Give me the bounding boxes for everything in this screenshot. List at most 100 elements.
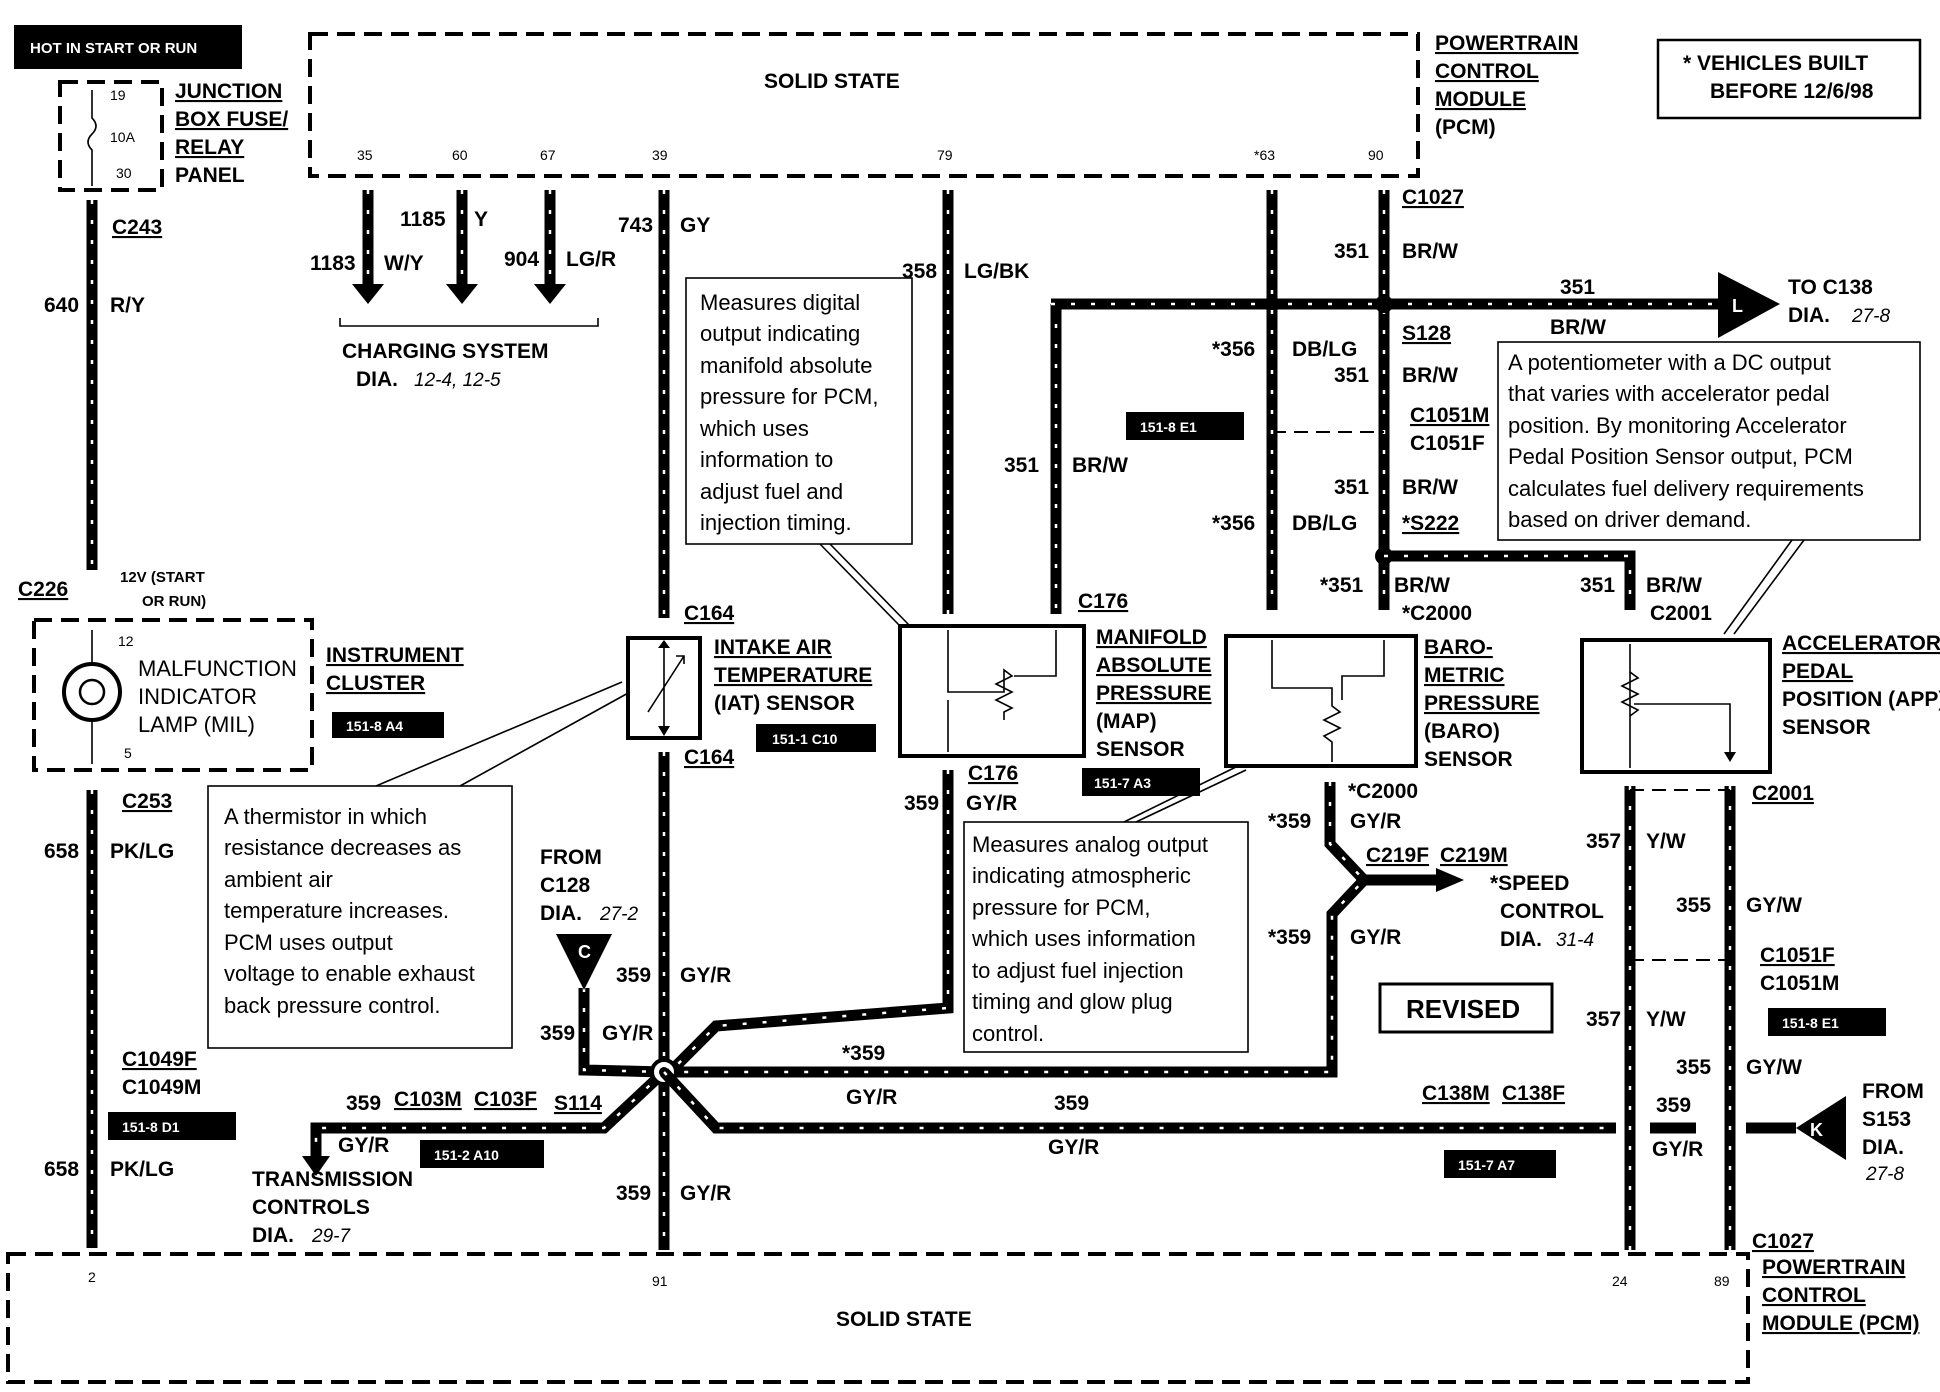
svg-text:output indicating: output indicating xyxy=(700,321,860,346)
map-note: Measures digital output indicating manif… xyxy=(685,277,913,627)
svg-text:151-8 A4: 151-8 A4 xyxy=(346,718,403,734)
svg-text:*356: *356 xyxy=(1212,338,1255,361)
svg-text:that varies with accelerator p: that varies with accelerator pedal xyxy=(1508,381,1830,406)
svg-text:*S222: *S222 xyxy=(1402,512,1459,535)
svg-text:351: 351 xyxy=(1004,454,1039,477)
svg-text:BR/W: BR/W xyxy=(1072,454,1128,477)
svg-text:89: 89 xyxy=(1714,1273,1730,1289)
svg-text:GY/R: GY/R xyxy=(966,792,1017,815)
svg-text:CONTROL: CONTROL xyxy=(1762,1284,1866,1307)
ref-151-8-d1: 151-8 D1 xyxy=(108,1112,236,1140)
ref-151-1-c10: 151-1 C10 xyxy=(756,724,876,752)
svg-text:*356: *356 xyxy=(1212,512,1255,535)
svg-text:C1051F: C1051F xyxy=(1410,432,1485,455)
instrument-cluster: 12 5 MALFUNCTION INDICATOR LAMP (MIL) IN… xyxy=(32,618,464,772)
svg-text:39: 39 xyxy=(652,147,668,163)
svg-text:359: 359 xyxy=(540,1022,575,1045)
ref-151-8-e1-top: 151-8 E1 xyxy=(1126,412,1244,440)
svg-text:27-8: 27-8 xyxy=(1865,1164,1904,1185)
svg-text:REVISED: REVISED xyxy=(1406,994,1520,1024)
svg-text:C2001: C2001 xyxy=(1752,782,1814,805)
svg-text:LG/BK: LG/BK xyxy=(964,260,1029,283)
svg-text:30: 30 xyxy=(116,165,132,181)
svg-text:C1027: C1027 xyxy=(1402,186,1464,209)
svg-text:S128: S128 xyxy=(1402,322,1451,345)
svg-text:LAMP (MIL): LAMP (MIL) xyxy=(138,712,255,737)
svg-text:ambient air: ambient air xyxy=(224,867,333,892)
svg-text:voltage to enable exhaust: voltage to enable exhaust xyxy=(224,961,475,986)
baro-sensor: BARO- METRIC PRESSURE (BARO) SENSOR xyxy=(1224,634,1540,771)
svg-text:which uses information: which uses information xyxy=(971,926,1196,951)
wire-356: *356 DB/LG *356 DB/LG xyxy=(1212,190,1357,610)
svg-text:PK/LG: PK/LG xyxy=(110,1158,174,1181)
svg-text:C103F: C103F xyxy=(474,1088,537,1111)
svg-text:C138M: C138M xyxy=(1422,1082,1490,1105)
svg-text:658: 658 xyxy=(44,1158,79,1181)
pcm-bottom-box: SOLID STATE 2 91 24 89 xyxy=(6,1252,1750,1384)
svg-text:351: 351 xyxy=(1560,276,1595,299)
svg-text:MODULE: MODULE xyxy=(1435,88,1526,111)
svg-text:PEDAL: PEDAL xyxy=(1782,660,1853,683)
svg-text:POWERTRAIN: POWERTRAIN xyxy=(1762,1256,1906,1279)
svg-text:ABSOLUTE: ABSOLUTE xyxy=(1096,654,1212,677)
svg-text:151-8 E1: 151-8 E1 xyxy=(1782,1015,1839,1031)
pcm-top-box: SOLID STATE 35 60 67 39 79 *63 90 xyxy=(308,32,1420,178)
svg-text:C243: C243 xyxy=(112,216,162,239)
svg-text:C: C xyxy=(578,942,591,962)
svg-text:*C2000: *C2000 xyxy=(1402,602,1472,625)
wire-743: 743 GY C164 xyxy=(618,190,735,625)
svg-text:to adjust fuel injection: to adjust fuel injection xyxy=(972,958,1184,983)
svg-text:351: 351 xyxy=(1580,574,1615,597)
svg-text:351: 351 xyxy=(1334,476,1369,499)
svg-text:(BARO): (BARO) xyxy=(1424,720,1500,743)
svg-text:resistance decreases as: resistance decreases as xyxy=(224,835,461,860)
svg-text:*63: *63 xyxy=(1254,147,1275,163)
svg-text:temperature increases.: temperature increases. xyxy=(224,898,449,923)
svg-text:24: 24 xyxy=(1612,1273,1628,1289)
svg-text:GY/R: GY/R xyxy=(338,1134,389,1157)
pcm-bottom-title: POWERTRAIN CONTROL MODULE (PCM) xyxy=(1762,1256,1919,1335)
wire-359-iat: C164 359 GY/R 359 GY/R xyxy=(616,746,735,1250)
svg-text:27-8: 27-8 xyxy=(1851,306,1890,327)
vehicles-note: * VEHICLES BUILT BEFORE 12/6/98 xyxy=(1656,38,1922,120)
svg-text:MANIFOLD: MANIFOLD xyxy=(1096,626,1207,649)
svg-text:C1051M: C1051M xyxy=(1410,404,1489,427)
svg-text:BR/W: BR/W xyxy=(1646,574,1702,597)
svg-text:C128: C128 xyxy=(540,874,591,897)
wire-658: C253 658 PK/LG C1049F C1049M 151-8 D1 65… xyxy=(44,790,236,1248)
svg-text:PRESSURE: PRESSURE xyxy=(1424,692,1540,715)
svg-text:PK/LG: PK/LG xyxy=(110,840,174,863)
map-sensor: MANIFOLD ABSOLUTE PRESSURE (MAP) SENSOR … xyxy=(898,624,1212,796)
svg-text:GY/W: GY/W xyxy=(1746,894,1802,917)
svg-text:12-4, 12-5: 12-4, 12-5 xyxy=(414,370,501,391)
svg-text:151-7 A3: 151-7 A3 xyxy=(1094,775,1151,791)
svg-text:TEMPERATURE: TEMPERATURE xyxy=(714,664,872,687)
svg-text:BR/W: BR/W xyxy=(1402,476,1458,499)
svg-text:C219F: C219F xyxy=(1366,844,1429,867)
revised-stamp: REVISED xyxy=(1378,982,1554,1034)
wire-359-baro: *C2000 *359 GY/R C219F C219M *SPEED CONT… xyxy=(670,780,1604,1109)
svg-text:GY/R: GY/R xyxy=(846,1086,897,1109)
svg-text:CHARGING SYSTEM: CHARGING SYSTEM xyxy=(342,340,549,363)
svg-text:CONTROL: CONTROL xyxy=(1435,60,1539,83)
iat-sensor: INTAKE AIR TEMPERATURE (IAT) SENSOR 151-… xyxy=(626,636,876,752)
svg-text:GY/R: GY/R xyxy=(1048,1136,1099,1159)
svg-text:359: 359 xyxy=(1656,1094,1691,1117)
wire-351-main: L C1027 351 BR/W 351 BR/W TO C138 DIA. 2… xyxy=(1288,186,1890,625)
svg-text:Y/W: Y/W xyxy=(1646,830,1686,853)
svg-text:90: 90 xyxy=(1368,147,1384,163)
svg-text:C1051F: C1051F xyxy=(1760,944,1835,967)
svg-text:359: 359 xyxy=(346,1092,381,1115)
svg-text:151-8 D1: 151-8 D1 xyxy=(122,1119,180,1135)
svg-text:2: 2 xyxy=(88,1269,96,1285)
svg-text:BARO-: BARO- xyxy=(1424,636,1493,659)
svg-text:*SPEED: *SPEED xyxy=(1490,872,1569,895)
charging-wires: 1183 W/Y 1185 Y 904 LG/R CHARGING SYSTEM… xyxy=(310,190,616,391)
svg-text:HOT IN START OR RUN: HOT IN START OR RUN xyxy=(30,40,197,57)
svg-text:355: 355 xyxy=(1676,1056,1711,1079)
svg-text:151-2 A10: 151-2 A10 xyxy=(434,1147,499,1163)
svg-text:1183: 1183 xyxy=(310,252,356,275)
svg-text:DB/LG: DB/LG xyxy=(1292,338,1357,361)
svg-text:19: 19 xyxy=(110,87,126,103)
svg-text:C226: C226 xyxy=(18,578,68,601)
